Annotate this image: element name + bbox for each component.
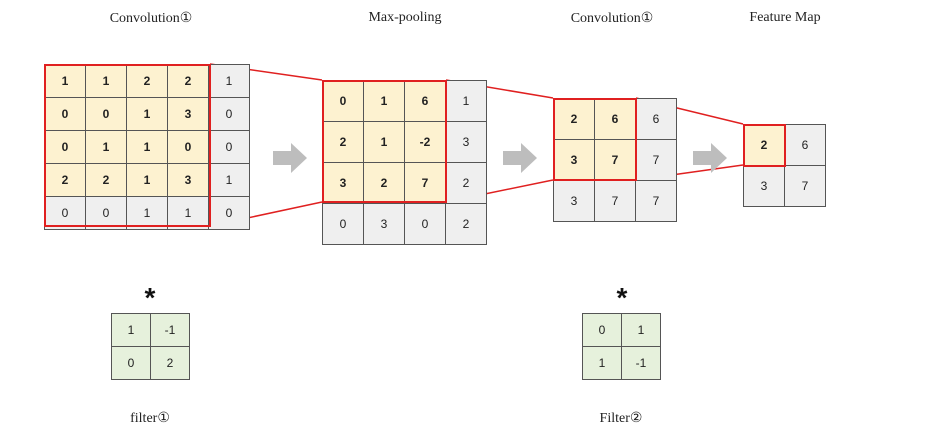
- grid-cell: 7: [785, 166, 825, 206]
- grid-cell: 7: [405, 163, 445, 203]
- grid-cell: 2: [554, 99, 594, 139]
- convolution-operator-1: *: [144, 282, 156, 313]
- grid-cell: 7: [595, 181, 635, 221]
- grid-cell: 2: [446, 204, 486, 244]
- grid-cell: 0: [112, 347, 150, 379]
- grid-cell: 2: [744, 125, 784, 165]
- arrow-right-icon: [273, 143, 307, 173]
- grid-cell: 2: [168, 65, 208, 97]
- grid-cell: 2: [151, 347, 189, 379]
- title-convolution-1: Convolution①: [109, 11, 193, 26]
- grid-cell: 7: [636, 140, 676, 180]
- title-feature-map: Feature Map: [749, 10, 821, 25]
- grid-cell: 1: [209, 164, 249, 196]
- grid-cell: 0: [86, 197, 126, 229]
- grid-cell: 1: [127, 98, 167, 130]
- grid-cell: 2: [323, 122, 363, 162]
- grid-cell: 0: [45, 98, 85, 130]
- grid-cell: 3: [554, 140, 594, 180]
- grid-cell: 1: [583, 347, 621, 379]
- grid-cell: 1: [45, 65, 85, 97]
- grid-cell: 6: [595, 99, 635, 139]
- grid-cell: 3: [744, 166, 784, 206]
- grid-cell: -1: [622, 347, 660, 379]
- grid-cell: 7: [636, 181, 676, 221]
- grid-cell: 7: [595, 140, 635, 180]
- grid-cell: 3: [554, 181, 594, 221]
- grid-cell: 1: [86, 65, 126, 97]
- title-max-pooling: Max-pooling: [368, 10, 442, 25]
- grid-cell: 1: [446, 81, 486, 121]
- grid-cell: 3: [364, 204, 404, 244]
- grid-cell: 6: [785, 125, 825, 165]
- grid-cell: 3: [323, 163, 363, 203]
- grid-cell: 1: [127, 131, 167, 163]
- grid-cell: 1: [364, 81, 404, 121]
- grid-cell: 0: [209, 197, 249, 229]
- grid-cell: 2: [127, 65, 167, 97]
- arrow-right-icon: [693, 143, 727, 173]
- grid-cell: 3: [446, 122, 486, 162]
- grid-cell: 1: [622, 314, 660, 346]
- grid-cell: 0: [45, 131, 85, 163]
- grid-cell: -2: [405, 122, 445, 162]
- grid-cell: 6: [405, 81, 445, 121]
- grid-cell: 0: [209, 98, 249, 130]
- grid-cell: 0: [323, 204, 363, 244]
- arrow-right-icon: [503, 143, 537, 173]
- grid-cell: -1: [151, 314, 189, 346]
- grid-cell: 0: [86, 98, 126, 130]
- grid-cell: 1: [127, 164, 167, 196]
- grid-cell: 0: [209, 131, 249, 163]
- grid-cell: 1: [86, 131, 126, 163]
- grid-cell: 1: [209, 65, 249, 97]
- grid-cell: 0: [323, 81, 363, 121]
- grid-cell: 3: [168, 164, 208, 196]
- convolution-operator-2: *: [616, 282, 628, 313]
- grid-cell: 2: [364, 163, 404, 203]
- grid-cell: 3: [168, 98, 208, 130]
- grid-cell: 1: [364, 122, 404, 162]
- title-convolution-2: Convolution①: [570, 11, 654, 26]
- grid-cell: 2: [446, 163, 486, 203]
- grid-cell: 0: [405, 204, 445, 244]
- filter-1-caption: filter①: [130, 411, 170, 426]
- grid-cell: 0: [168, 131, 208, 163]
- grid-cell: 6: [636, 99, 676, 139]
- grid-cell: 2: [86, 164, 126, 196]
- grid-cell: 0: [583, 314, 621, 346]
- grid-cell: 0: [45, 197, 85, 229]
- grid-cell: 1: [112, 314, 150, 346]
- grid-cell: 2: [45, 164, 85, 196]
- grid-cell: 1: [168, 197, 208, 229]
- grid-cell: 1: [127, 197, 167, 229]
- filter-2-caption: Filter②: [599, 411, 643, 426]
